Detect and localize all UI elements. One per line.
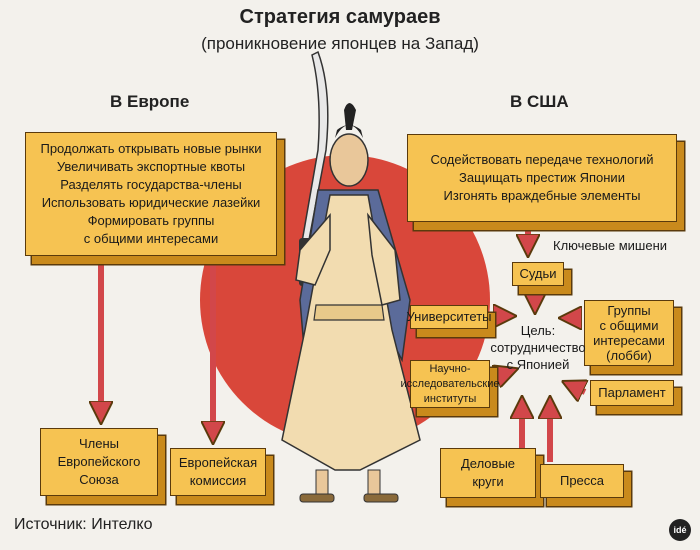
- goal-line: сотрудничество: [490, 340, 586, 355]
- judges-box: Судьи: [512, 262, 564, 286]
- usa-heading: В США: [510, 92, 569, 111]
- institutes-line: исследовательские: [400, 377, 500, 390]
- eu-commission-line: Европейская: [178, 455, 258, 470]
- press-box: Пресса: [540, 464, 624, 498]
- arrow-from-institutes: [490, 370, 514, 378]
- eu-members-line: Члены: [78, 436, 119, 451]
- key-targets-label: Ключевые мишени: [553, 238, 668, 253]
- source-caption: Источник: Интелко: [14, 516, 153, 533]
- europe-strategy-item: Использовать юридические лазейки: [41, 195, 261, 210]
- eu-members-line: Союза: [79, 472, 119, 487]
- europe-strategy-box: Продолжать открывать новые рынки Увеличи…: [25, 132, 277, 256]
- diagram-title: Стратегия самураев: [239, 6, 441, 28]
- business-line: круги: [472, 474, 504, 489]
- europe-strategy-item: Разделять государства-члены: [60, 177, 242, 192]
- eu-commission-line: комиссия: [189, 473, 247, 488]
- arrows: [101, 230, 585, 462]
- publisher-logo: idé: [669, 519, 691, 541]
- arrow-from-parliament: [566, 383, 585, 392]
- usa-strategy-item: Защищать престиж Японии: [459, 170, 625, 185]
- universities-box: Университеты: [407, 305, 492, 329]
- lobby-line: (лобби): [606, 348, 652, 363]
- parliament-box: Парламент: [590, 380, 674, 406]
- research-institutes-box: Научно- исследовательские институты: [401, 360, 499, 408]
- lobby-line: с общими: [599, 318, 659, 333]
- usa-strategy-item: Изгонять враждебные элементы: [443, 188, 641, 203]
- samurai-illustration: [281, 50, 421, 503]
- lobby-groups-box: Группы с общими интересами (лобби): [584, 300, 674, 366]
- eu-members-line: Европейского: [57, 454, 141, 469]
- goal-line: Цель:: [520, 323, 556, 338]
- institutes-line: Научно-: [429, 362, 471, 375]
- europe-strategy-item: с общими интересами: [83, 231, 219, 246]
- europe-heading: В Европе: [110, 92, 190, 111]
- institutes-line: институты: [423, 392, 477, 405]
- business-line: Деловые: [460, 456, 516, 471]
- lobby-line: Группы: [607, 303, 651, 318]
- europe-strategy-item: Формировать группы: [87, 213, 215, 228]
- usa-strategy-item: Содействовать передаче технологий: [430, 152, 654, 167]
- goal-text: Цель: сотрудничество с Японией: [488, 322, 588, 373]
- eu-members-box: Члены Европейского Союза: [40, 428, 158, 496]
- usa-strategy-box: Содействовать передаче технологий Защища…: [407, 134, 677, 222]
- lobby-line: интересами: [593, 333, 665, 348]
- europe-strategy-item: Продолжать открывать новые рынки: [40, 141, 262, 156]
- europe-strategy-item: Увеличивать экспортные квоты: [56, 159, 246, 174]
- goal-line: с Японией: [506, 357, 570, 372]
- business-circles-box: Деловые круги: [440, 448, 536, 498]
- eu-commission-box: Европейская комиссия: [170, 448, 266, 496]
- diagram-subtitle: (проникновение японцев на Запад): [201, 34, 479, 53]
